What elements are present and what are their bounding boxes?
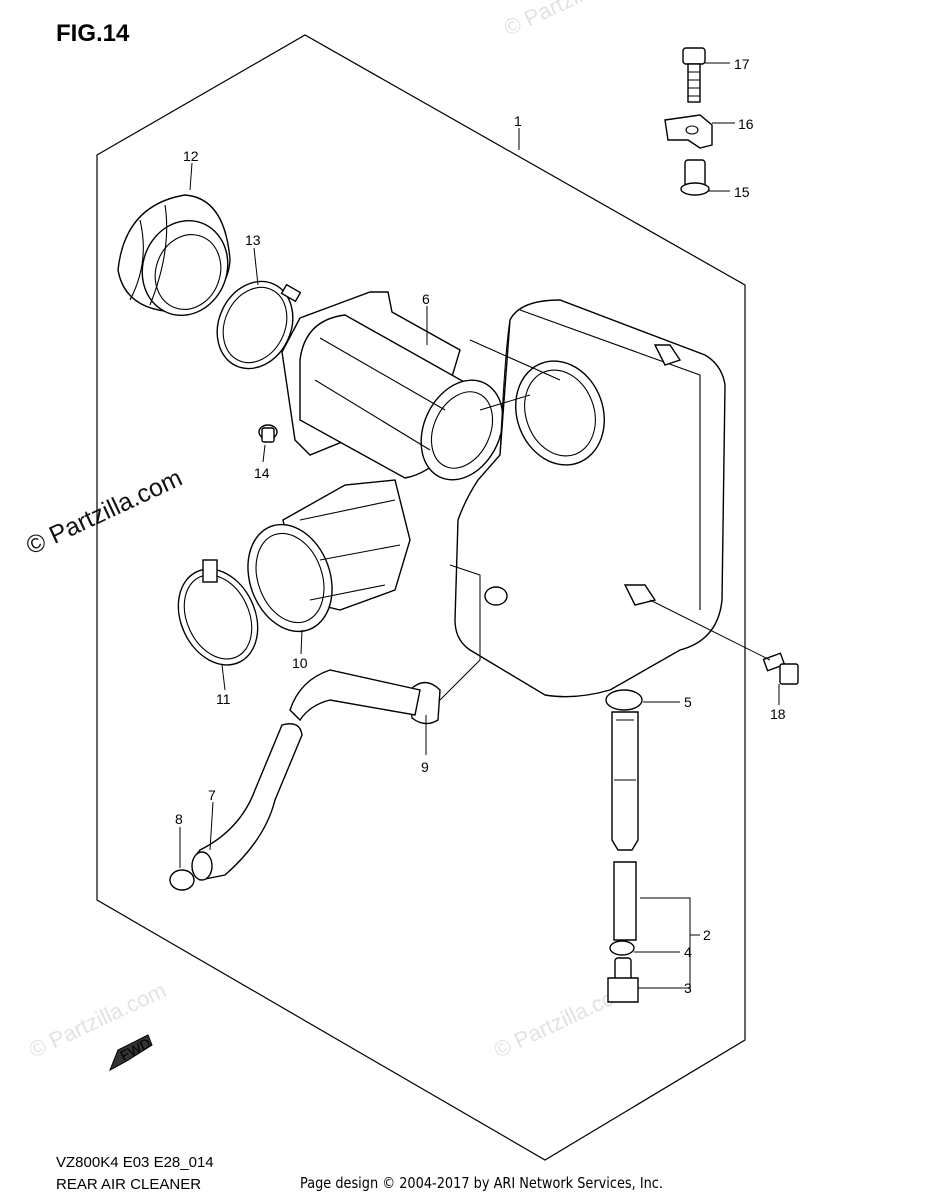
- part-5-clamp: [605, 689, 643, 711]
- fwd-label: FWD: [117, 1035, 153, 1064]
- part-4-clamp: [609, 940, 635, 956]
- figure-title: FIG.14: [56, 20, 130, 47]
- page-credit: Page design © 2004-2017 by ARI Network S…: [300, 1174, 664, 1192]
- part-18-bolt: [762, 652, 799, 685]
- assembly-boundary: [96, 34, 746, 1161]
- part-14-screw: [258, 424, 278, 443]
- callout-5: 5: [684, 694, 692, 710]
- part-3-plug: [607, 957, 639, 1003]
- part-12-duct-boot: [117, 194, 231, 317]
- assembly-name: REAR AIR CLEANER: [56, 1176, 202, 1193]
- callout-4: 4: [684, 944, 692, 960]
- callout-10: 10: [292, 655, 308, 671]
- callout-13: 13: [245, 232, 261, 248]
- callout-3: 3: [684, 980, 692, 996]
- callout-17: 17: [734, 56, 750, 72]
- part-16-bracket: [664, 114, 713, 149]
- callout-18: 18: [770, 706, 786, 722]
- part-10-inlet-funnel: [247, 479, 411, 633]
- callout-16: 16: [738, 116, 754, 132]
- callout-15: 15: [734, 184, 750, 200]
- callout-8: 8: [175, 811, 183, 827]
- leader-lines: [179, 62, 780, 989]
- callout-12: 12: [183, 148, 199, 164]
- part-6-filter-element: [281, 291, 504, 481]
- part-2-drain-tube: [611, 711, 639, 941]
- part-15-grommet: [680, 159, 710, 196]
- callout-11: 11: [216, 691, 231, 707]
- part-13-clamp: [216, 280, 302, 370]
- part-8-cap: [169, 869, 195, 891]
- callout-2: 2: [703, 927, 711, 943]
- part-17-bolt: [682, 47, 706, 103]
- callout-9: 9: [421, 759, 429, 775]
- fwd-direction-arrow: FWD: [109, 1034, 153, 1072]
- part-1-air-cleaner-case: [454, 299, 726, 698]
- callout-6: 6: [422, 291, 430, 307]
- callout-7: 7: [208, 787, 216, 803]
- callout-labels: 1 2 3 4 5 6 7 8 9 10 11 12 13 14 15 16 1…: [175, 56, 786, 996]
- callout-14: 14: [254, 465, 270, 481]
- model-code: VZ800K4 E03 E28_014: [56, 1154, 214, 1171]
- callout-1: 1: [514, 113, 522, 129]
- part-drain-hose-upper: [289, 669, 421, 722]
- part-11-clamp: [177, 559, 259, 666]
- part-7-drain-hose: [191, 723, 303, 881]
